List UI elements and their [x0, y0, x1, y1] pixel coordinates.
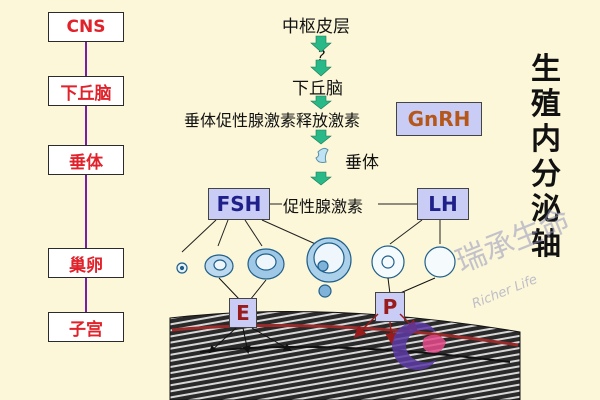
- axis-box-uterus: 子宫: [48, 312, 124, 342]
- label-pituitary: 垂体: [345, 153, 379, 173]
- axis-box-hypothalamus: 下丘脑: [48, 76, 124, 106]
- fsh-box: FSH: [208, 188, 270, 220]
- estrogen-box: E: [229, 298, 257, 328]
- axis-box-cns: CNS: [48, 12, 124, 42]
- progesterone-box: P: [375, 292, 405, 322]
- axis-box-pituitary: 垂体: [48, 145, 124, 175]
- pituitary-icon: [315, 147, 329, 163]
- label-gonadotropin: 促性腺激素: [283, 197, 364, 216]
- label-hypothalamus: 下丘脑: [292, 79, 343, 99]
- axis-box-ovary: 巢卵: [48, 248, 124, 278]
- vertical-title: 生殖内分泌轴: [531, 52, 561, 262]
- label-releasing-hormone: 垂体促性腺激素释放激素: [184, 111, 361, 130]
- lh-box: LH: [417, 188, 469, 220]
- follicle-ovulated: [318, 284, 332, 298]
- corpus-luteum: [424, 246, 456, 278]
- label-question: ?: [317, 47, 325, 65]
- label-cortex: 中枢皮层: [282, 17, 350, 37]
- gnrh-box: GnRH: [396, 102, 482, 136]
